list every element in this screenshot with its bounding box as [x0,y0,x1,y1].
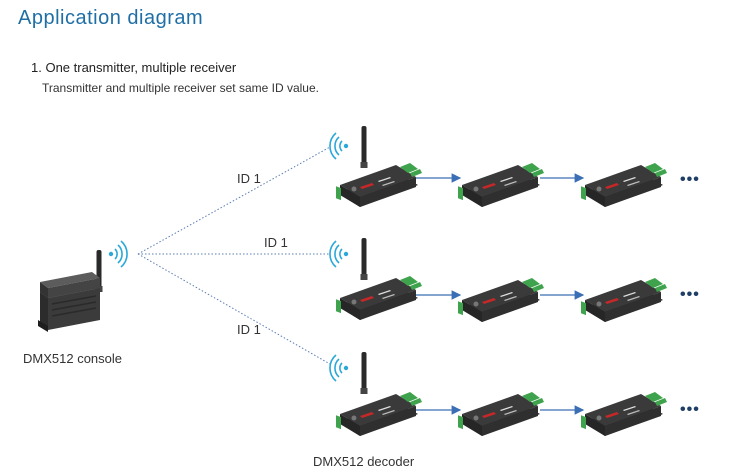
decoder-unit [581,392,667,436]
wireless-links [137,146,331,365]
more-indicator: ••• [680,401,700,418]
antenna-icon [360,238,368,280]
id-label-top: ID 1 [237,171,261,186]
decoder-unit [336,392,422,436]
section-description: Transmitter and multiple receiver set sa… [42,81,319,95]
decoder-row-2: ••• [329,238,700,322]
id-label-middle: ID 1 [264,235,288,250]
page-title: Application diagram [18,7,204,29]
decoder-unit [336,163,422,207]
id-label-bottom: ID 1 [237,322,261,337]
wireless-signal-icon [329,354,350,382]
decoder-caption: DMX512 decoder [313,454,415,469]
wireless-signal-icon [329,240,350,268]
antenna-icon [360,352,368,394]
decoder-unit [336,276,422,320]
more-indicator: ••• [680,286,700,303]
decoder-unit [458,278,544,322]
section-heading: 1. One transmitter, multiple receiver [31,60,237,75]
dmx512-console [38,240,128,332]
more-indicator: ••• [680,171,700,188]
decoder-row-1: ••• [329,126,700,207]
wireless-signal-icon [329,132,350,160]
decoder-unit [458,392,544,436]
console-caption: DMX512 console [23,351,122,366]
decoder-unit [458,163,544,207]
antenna-icon [360,126,368,168]
decoder-unit [581,163,667,207]
wireless-signal-icon [108,240,128,268]
decoder-unit [581,278,667,322]
decoder-row-3: ••• [329,352,700,436]
